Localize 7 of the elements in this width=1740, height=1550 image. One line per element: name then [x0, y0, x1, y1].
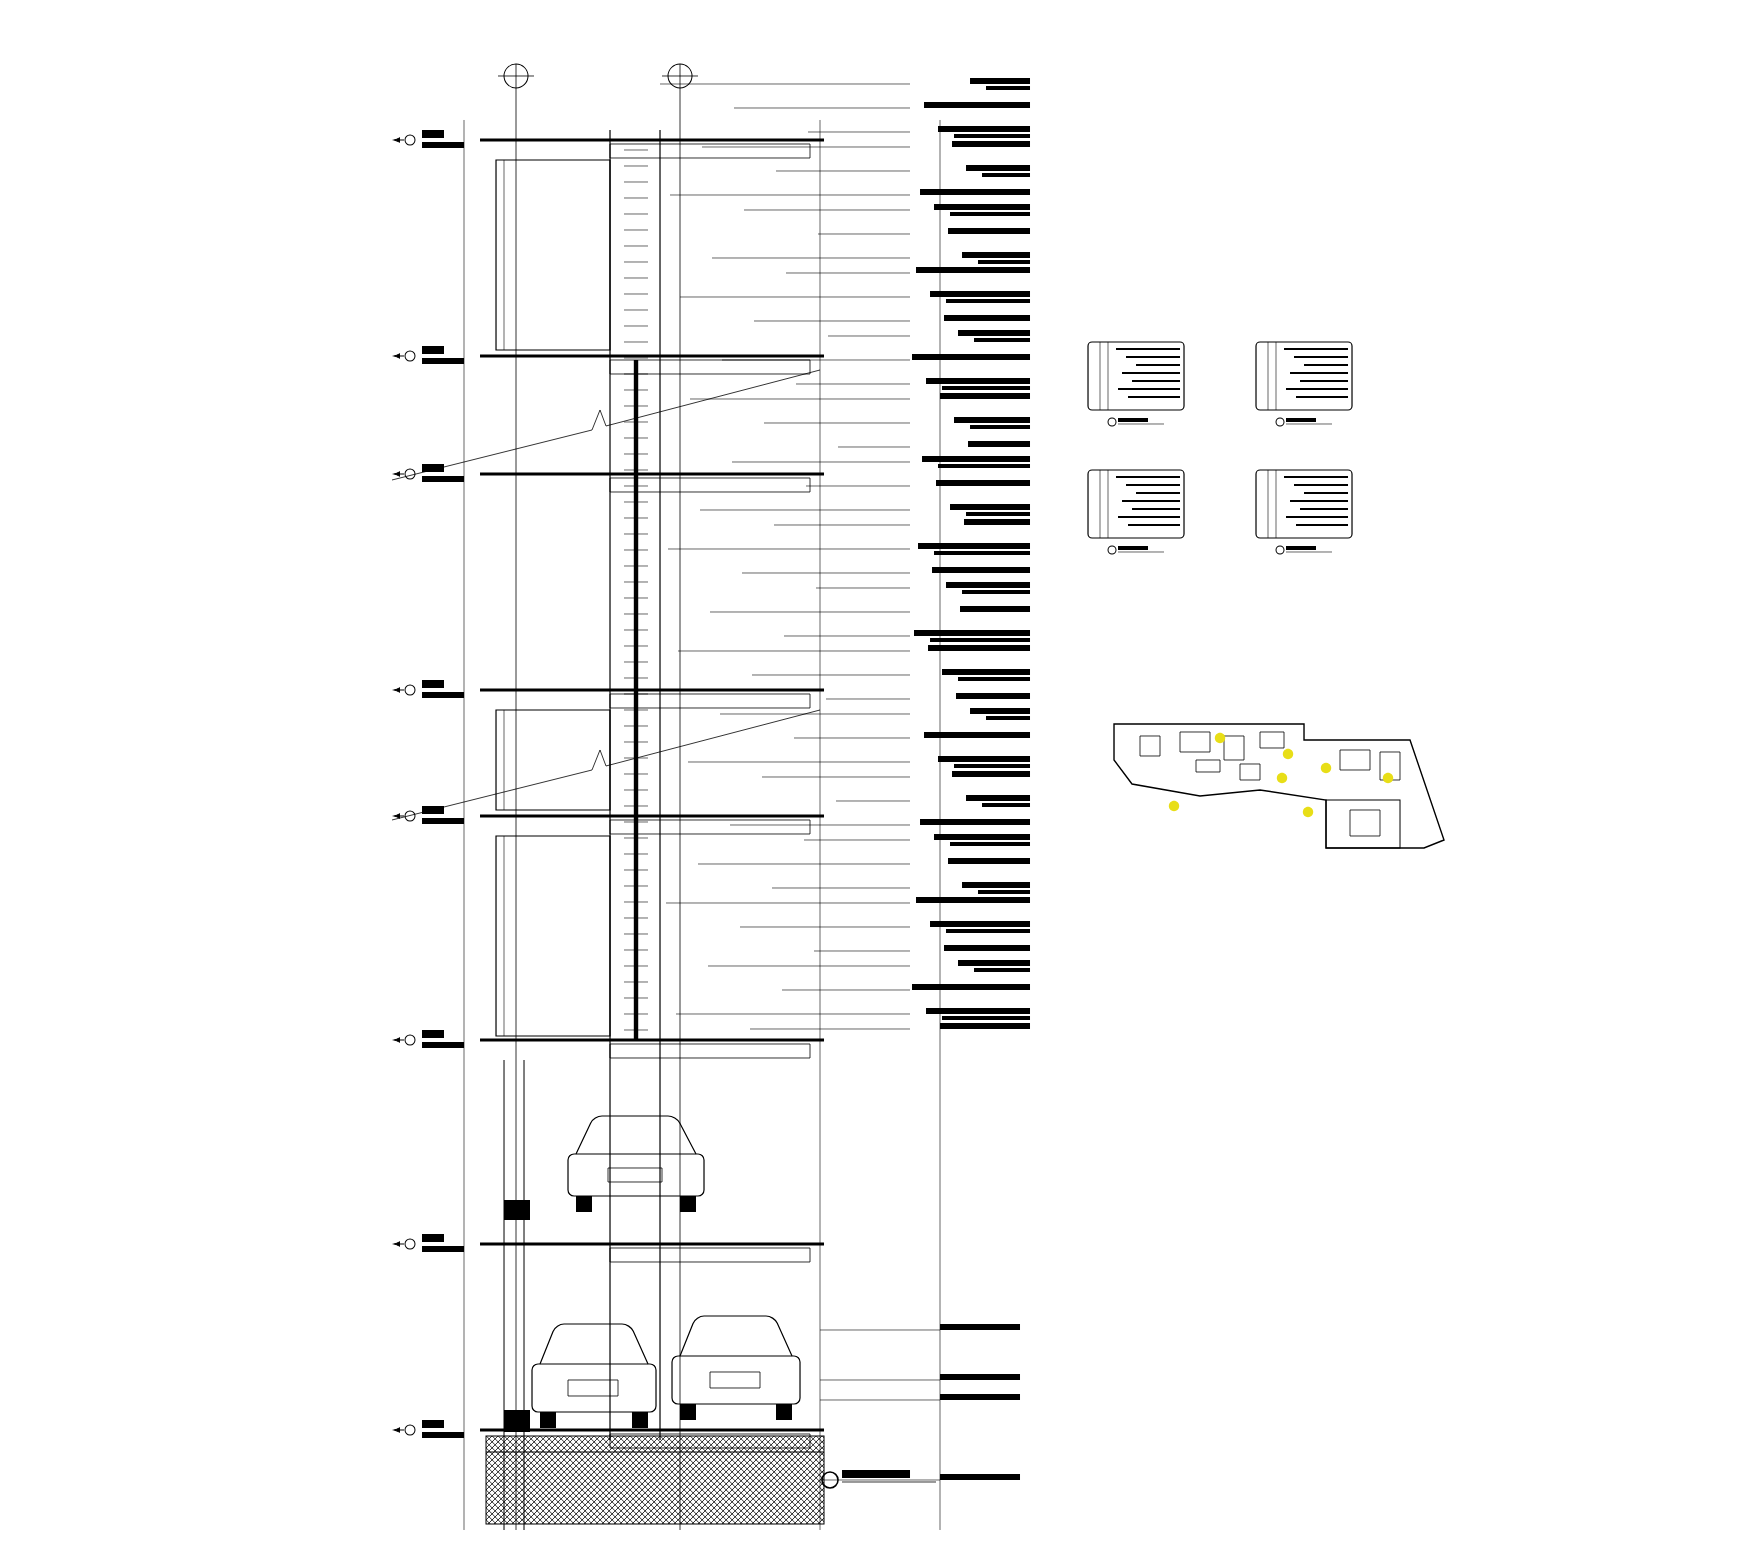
detail-drawing: [1087, 341, 1185, 427]
detail-drawing: [1087, 469, 1185, 555]
plan-drawing: [1113, 723, 1445, 849]
section-drawing: [391, 63, 1030, 1531]
section-drawing: [485, 1435, 937, 1525]
detail-drawing: [1255, 469, 1353, 555]
detail-drawing: [1255, 341, 1353, 427]
